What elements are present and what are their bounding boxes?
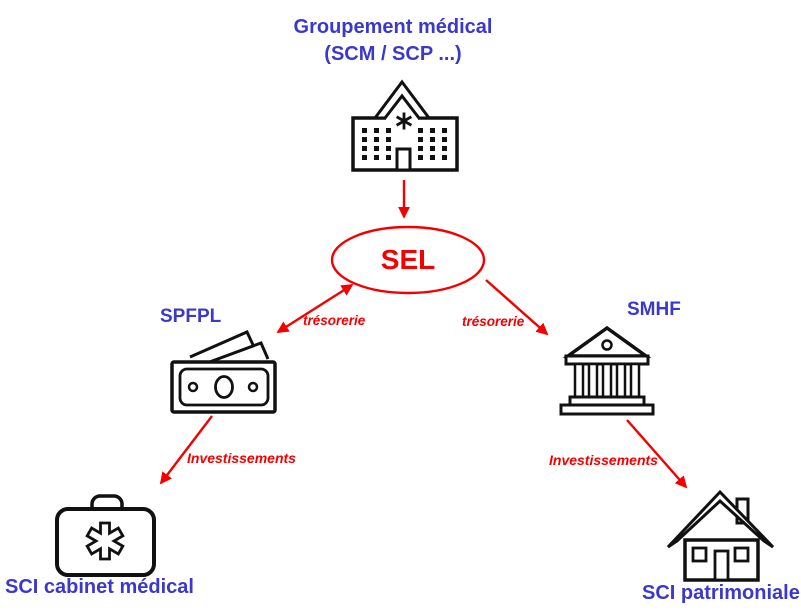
house-icon xyxy=(666,489,775,582)
hospital-windows xyxy=(362,128,447,160)
banknote-icon xyxy=(170,330,277,414)
node-spfpl-label: SPFPL xyxy=(160,306,222,327)
edge-invest-left-label: Investissements xyxy=(187,450,296,466)
arrow-smhf-to-sci xyxy=(626,419,688,489)
edge-invest-right-label: Investissements xyxy=(549,452,658,468)
hospital-icon xyxy=(351,79,459,172)
edge-treasury-right-label: trésorerie xyxy=(462,314,525,329)
diagram-title: Groupement médical (SCM / SCP ...) xyxy=(143,14,643,68)
arrow-spfpl-to-sci xyxy=(159,415,213,485)
node-sel-label: SEL xyxy=(380,244,436,275)
node-sci-left-label: SCI cabinet médical xyxy=(5,576,194,598)
star-of-life-icon xyxy=(85,521,125,561)
sel-ellipse xyxy=(330,225,486,295)
asterisk-icon xyxy=(395,112,413,130)
title-line1: Groupement médical xyxy=(293,16,493,38)
arrow-sel-to-smhf xyxy=(485,279,549,336)
medical-bag-icon xyxy=(55,494,156,577)
bank-icon xyxy=(559,325,655,416)
node-sci-right-label: SCI patrimoniale xyxy=(642,582,800,604)
hospital-door xyxy=(395,147,412,172)
title-line2: (SCM / SCP ...) xyxy=(324,43,462,65)
edge-treasury-left-label: trésorerie xyxy=(303,313,366,328)
node-smhf-label: SMHF xyxy=(627,299,681,320)
arrow-sel-spfpl-bidirectional xyxy=(276,283,354,334)
